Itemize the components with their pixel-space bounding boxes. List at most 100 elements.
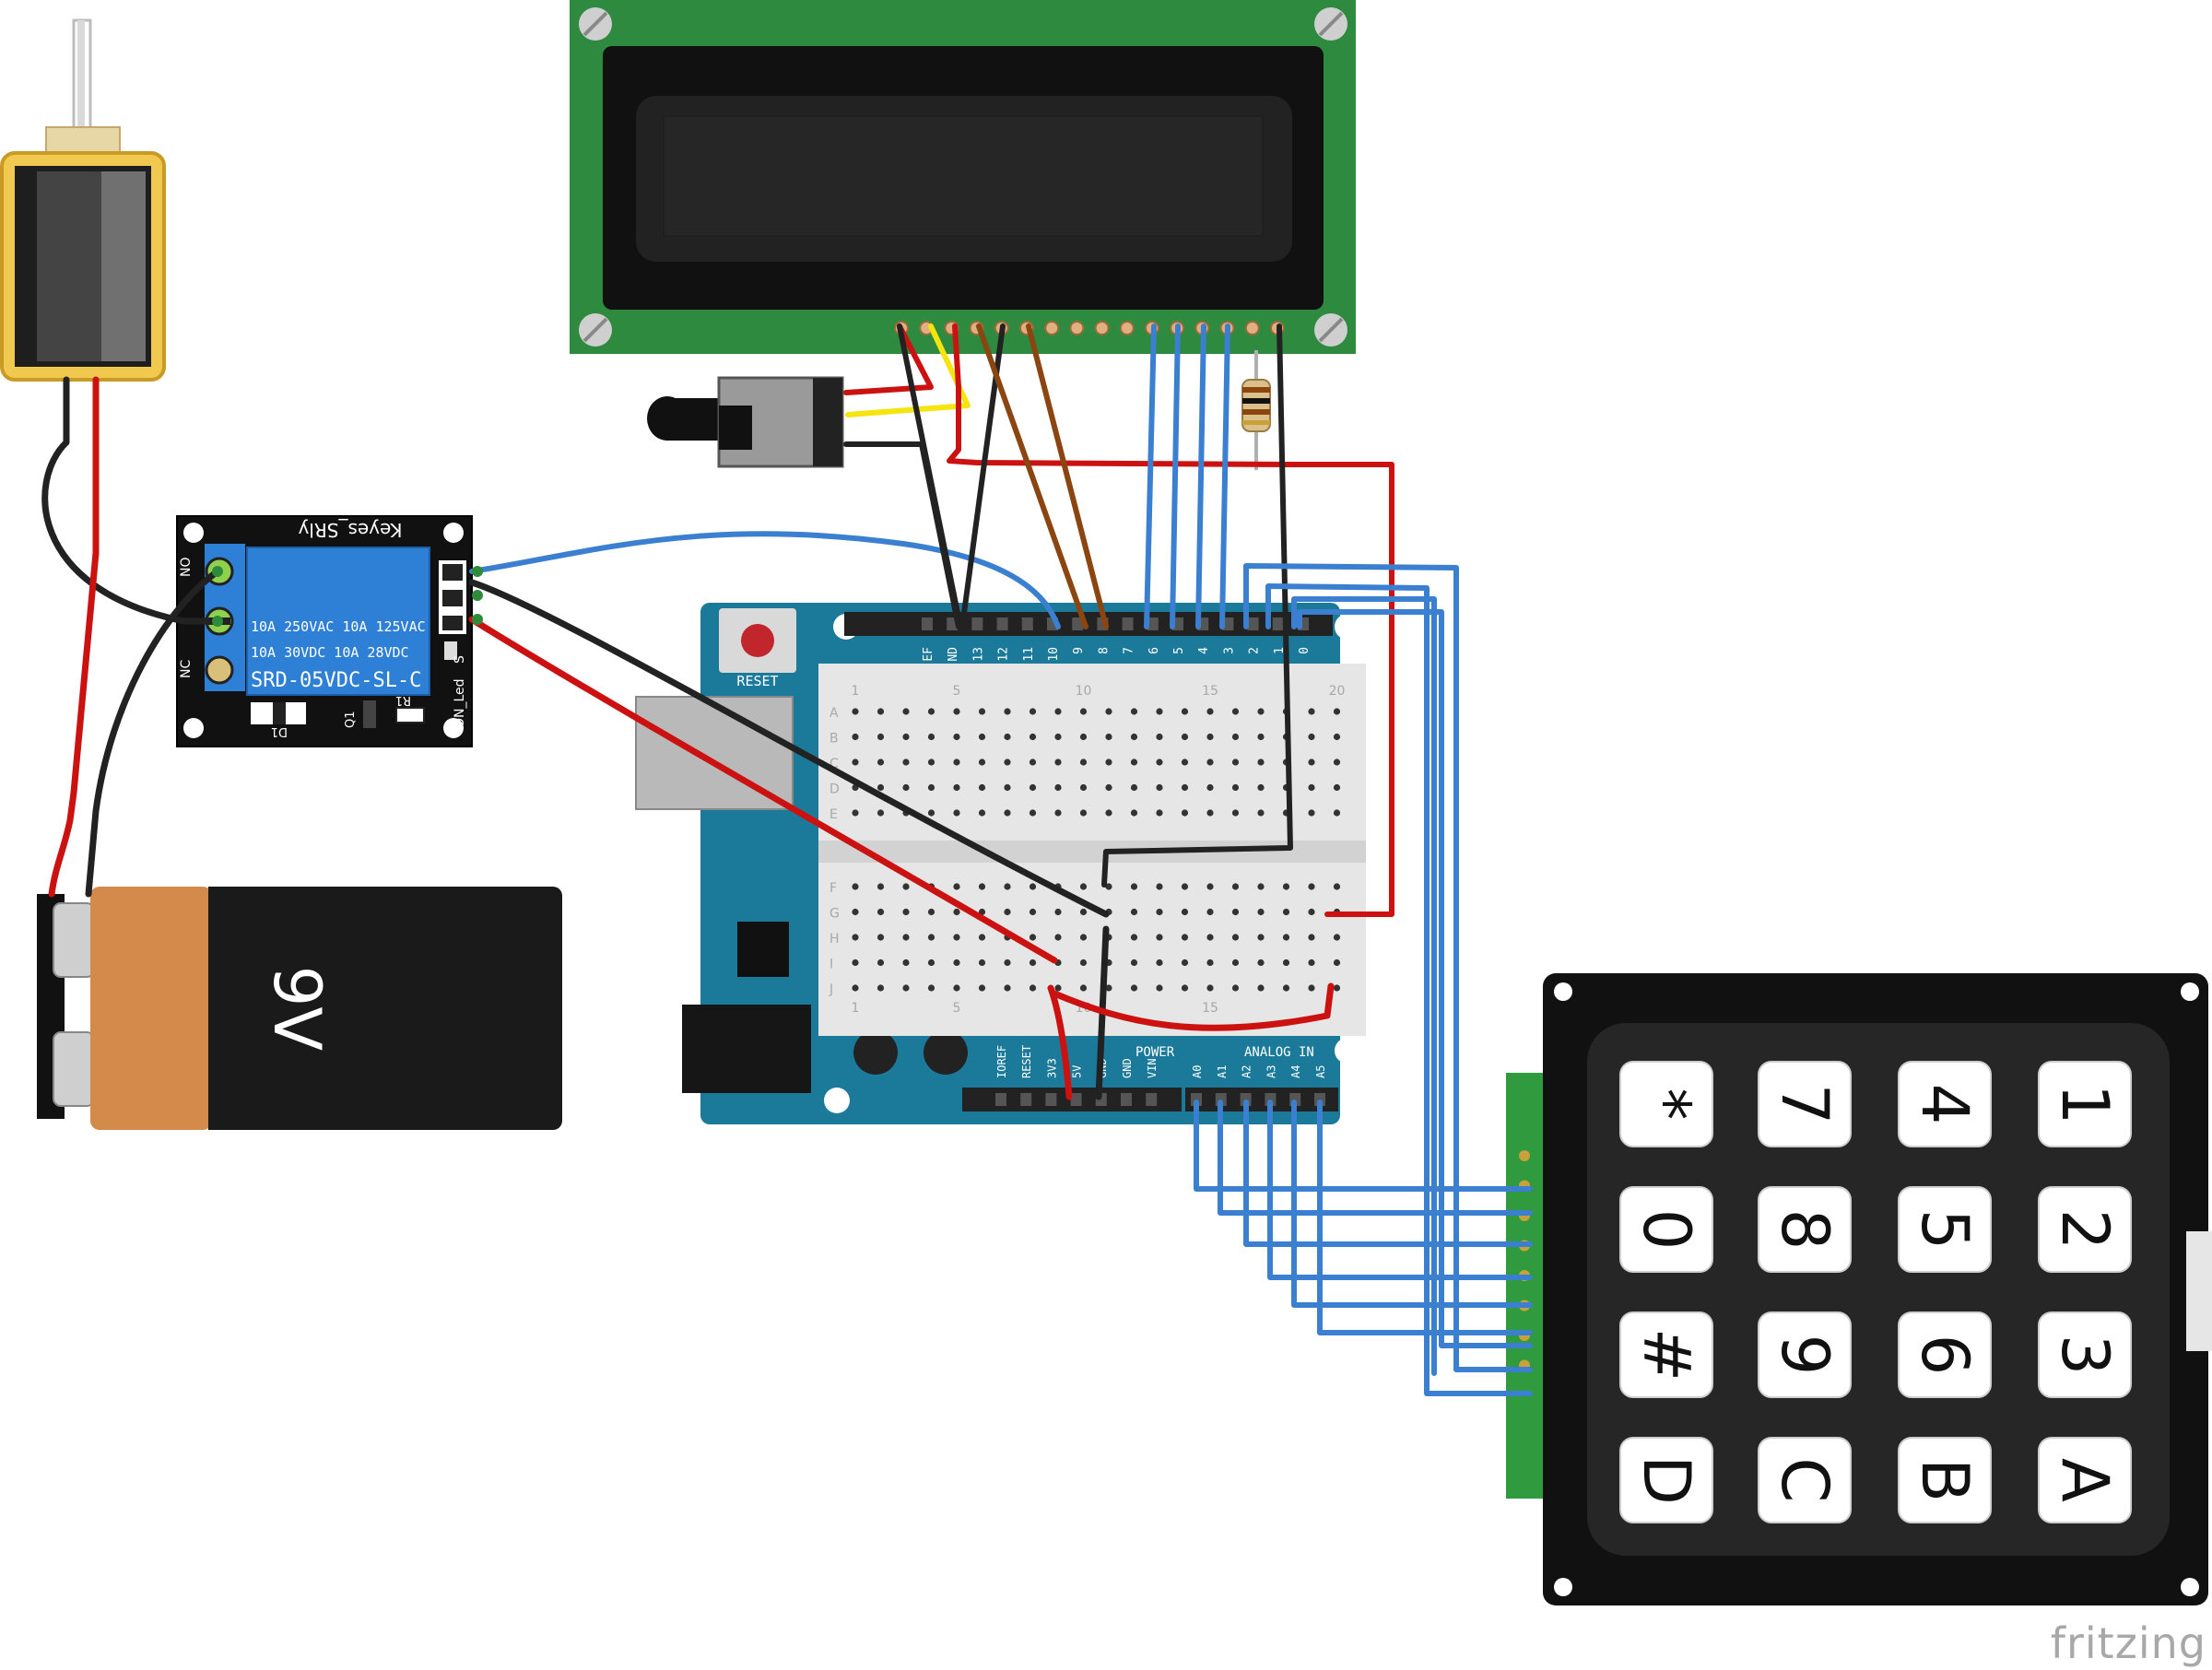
breadboard-hole: [1130, 934, 1138, 941]
keypad-key[interactable]: [1758, 1186, 1852, 1273]
keypad-key[interactable]: [1758, 1061, 1852, 1147]
breadboard-hole: [1156, 883, 1163, 890]
breadboard-hole: [1333, 733, 1341, 741]
keypad-key-label: 4: [1907, 1084, 1983, 1125]
keypad-key[interactable]: [1619, 1311, 1713, 1398]
keypad-key[interactable]: [1619, 1186, 1713, 1273]
breadboard-hole: [1054, 759, 1062, 766]
keypad-key[interactable]: [1619, 1061, 1713, 1147]
breadboard-row-label: G: [830, 907, 840, 922]
breadboard-hole: [877, 934, 885, 941]
breadboard-hole: [1105, 809, 1112, 817]
breadboard-hole: [1333, 783, 1341, 792]
breadboard-hole: [1206, 783, 1214, 792]
breadboard-hole: [927, 783, 935, 792]
breadboard-hole: [1079, 883, 1088, 890]
breadboard-hole: [978, 984, 986, 992]
breadboard-hole: [927, 934, 935, 941]
breadboard-hole: [953, 908, 960, 916]
keypad-key[interactable]: [1758, 1311, 1852, 1398]
breadboard-hole: [1079, 908, 1088, 916]
digital-pin-socket: [1021, 617, 1033, 630]
breadboard-col-label: 5: [953, 1001, 961, 1016]
relay-label-on-led: ON_Led: [453, 678, 467, 728]
lcd-pin: [1119, 321, 1135, 335]
breadboard-hole: [1105, 759, 1112, 766]
breadboard-hole: [1181, 733, 1189, 741]
breadboard-row-label: H: [830, 932, 840, 947]
breadboard-hole: [1257, 984, 1265, 992]
keypad-key[interactable]: [1898, 1311, 1992, 1398]
analog-pin-label: A5: [1314, 1065, 1327, 1078]
keypad-key-label: C: [1767, 1458, 1842, 1503]
power-pin-socket: [995, 1093, 1006, 1106]
digital-pin-socket: [922, 617, 933, 630]
keypad-key[interactable]: [1758, 1437, 1852, 1523]
breadboard-hole: [978, 883, 986, 890]
fritzing-watermark: fritzing: [2050, 1618, 2206, 1668]
breadboard-hole: [927, 958, 935, 967]
relay-label-no: NO: [179, 558, 194, 578]
breadboard-hole: [877, 809, 885, 817]
breadboard-hole: [1231, 759, 1240, 766]
breadboard-row-label: A: [830, 706, 839, 721]
breadboard-hole: [1079, 733, 1088, 741]
breadboard-hole: [1257, 934, 1265, 941]
breadboard-hole: [1054, 708, 1062, 715]
breadboard-row-label: F: [830, 881, 837, 896]
keypad-key[interactable]: [2038, 1311, 2132, 1398]
breadboard-hole: [1181, 934, 1189, 941]
keypad-key[interactable]: [2038, 1061, 2132, 1147]
lcd-pin: [1244, 321, 1260, 335]
breadboard-hole: [1333, 934, 1341, 941]
digital-pin-label: 13: [971, 647, 985, 662]
breadboard-hole: [1257, 708, 1265, 715]
breadboard-hole: [877, 783, 885, 792]
breadboard-hole: [1206, 984, 1214, 992]
wire-kp-a0: [1194, 1100, 1533, 1192]
breadboard-hole: [1308, 708, 1315, 715]
breadboard-hole: [1257, 958, 1265, 967]
breadboard-hole: [978, 759, 986, 766]
lcd-pin: [1094, 321, 1110, 335]
wire-kp-a5: [1317, 1100, 1533, 1335]
keypad-key[interactable]: [1619, 1437, 1713, 1523]
breadboard-hole: [1333, 809, 1341, 817]
breadboard-hole: [1156, 708, 1163, 715]
breadboard-hole: [877, 733, 885, 741]
power-pin-label: 5V: [1071, 1065, 1084, 1078]
breadboard-hole: [1181, 708, 1189, 715]
breadboard-hole: [1231, 958, 1240, 967]
digital-pin-label: 0: [1298, 647, 1312, 654]
breadboard-hole: [927, 708, 935, 715]
breadboard-hole: [1054, 984, 1062, 992]
breadboard-hole: [1079, 984, 1088, 992]
digital-pin-label: 6: [1147, 647, 1161, 654]
breadboard-hole: [1004, 809, 1011, 817]
keypad-key[interactable]: [1898, 1061, 1992, 1147]
wire-lcd-d5: [1170, 323, 1181, 629]
keypad-key[interactable]: [2038, 1437, 2132, 1523]
breadboard-hole: [902, 759, 910, 766]
keypad-key[interactable]: [2038, 1186, 2132, 1273]
breadboard-hole: [1079, 809, 1088, 817]
breadboard-hole: [953, 883, 960, 890]
lcd-pin: [1044, 321, 1060, 335]
keypad-key[interactable]: [1898, 1437, 1992, 1523]
digital-pin-label: ND: [947, 647, 960, 662]
keypad-key-label: 2: [2047, 1209, 2123, 1251]
solenoid: [0, 18, 166, 382]
breadboard-hole: [1231, 809, 1240, 817]
keypad-key[interactable]: [1898, 1186, 1992, 1273]
digital-pin-socket: [1072, 617, 1084, 630]
digital-pin-socket: [971, 617, 983, 630]
breadboard-hole: [1054, 783, 1062, 792]
breadboard-hole: [1130, 783, 1138, 792]
breadboard-hole: [902, 908, 910, 916]
breadboard-hole: [1156, 908, 1163, 916]
digital-pin-socket: [1122, 617, 1134, 630]
breadboard-hole: [1181, 759, 1189, 766]
digital-pin-label: 9: [1072, 647, 1086, 654]
analog-pin-label: A3: [1265, 1065, 1277, 1078]
